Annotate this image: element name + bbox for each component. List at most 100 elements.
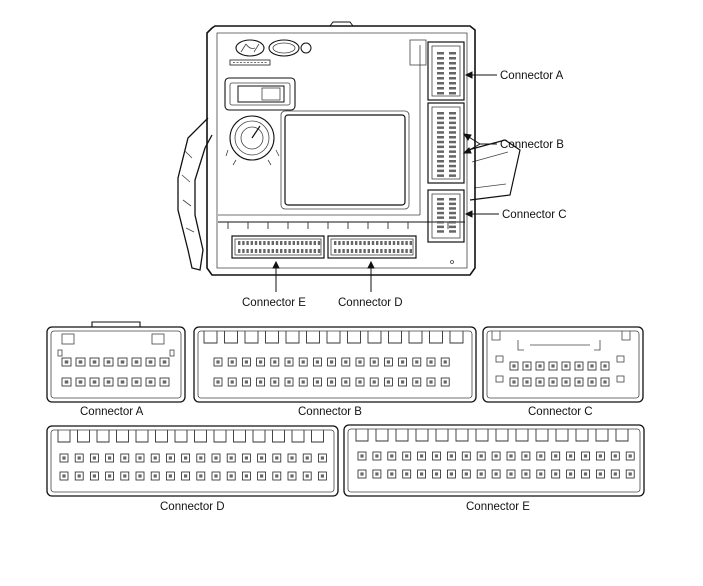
pin-cell: [610, 469, 620, 479]
pin-contact: [449, 92, 456, 95]
pin-cell: [89, 357, 100, 367]
pin-contact: [275, 241, 279, 245]
pin-contact: [313, 249, 316, 253]
module-housing: [206, 25, 476, 276]
pin-contact: [449, 57, 456, 60]
pin-contact: [229, 474, 233, 478]
pin-contact: [259, 241, 262, 245]
pin-cell: [287, 453, 297, 463]
module-body: [177, 21, 521, 276]
pin-cell: [117, 377, 128, 387]
pin-cell: [213, 377, 223, 387]
pin-cell: [398, 357, 408, 367]
pin-contact: [288, 249, 291, 253]
pin-contact: [538, 364, 542, 368]
pin-contact: [437, 174, 444, 177]
pin-contact: [583, 454, 588, 458]
pin-cell: [357, 469, 367, 479]
pin-cell: [211, 453, 221, 463]
pin-cell: [402, 469, 412, 479]
pin-contact: [350, 241, 354, 245]
pin-cell: [90, 453, 99, 463]
pin-contact: [338, 241, 341, 245]
pin-contact: [250, 241, 253, 245]
pin-contact: [168, 474, 172, 478]
pin-contact: [273, 380, 277, 384]
pin-contact: [449, 207, 456, 210]
pin-contact: [437, 131, 444, 134]
pin-contact: [287, 380, 291, 384]
pin-contact: [280, 249, 283, 253]
pin-contact: [538, 380, 542, 384]
pin-cell: [327, 377, 337, 387]
pin-contact: [216, 360, 220, 364]
face-connector-d: [46, 425, 339, 497]
pin-contact: [479, 472, 483, 476]
pin-contact: [437, 140, 444, 144]
pin-contact: [401, 360, 405, 364]
pin-cell: [181, 453, 191, 463]
pin-contact: [238, 241, 241, 245]
pin-contact: [598, 454, 602, 458]
pin-contact: [296, 241, 300, 245]
pin-contact: [409, 249, 412, 253]
pin-contact: [301, 380, 305, 384]
pin-contact: [259, 380, 263, 384]
pin-contact: [372, 360, 376, 364]
pin-contact: [388, 249, 391, 253]
pin-contact: [309, 249, 312, 253]
pin-contact: [271, 249, 274, 253]
pin-contact: [449, 454, 453, 458]
right-ribbon: [467, 139, 521, 201]
pin-cell: [341, 377, 351, 387]
pin-contact: [350, 249, 354, 253]
pin-cell: [241, 357, 251, 367]
pin-contact: [449, 169, 456, 173]
pin-contact: [437, 150, 444, 153]
pin-contact: [437, 145, 444, 149]
pin-contact: [305, 456, 309, 460]
pin-cell: [159, 357, 170, 367]
pin-contact: [437, 202, 444, 206]
pin-contact: [344, 360, 348, 364]
pin-contact: [120, 380, 125, 384]
pin-cell: [440, 377, 450, 387]
pin-contact: [106, 380, 111, 384]
pin-contact: [138, 456, 142, 460]
pin-cell: [105, 453, 114, 463]
pin-cell: [574, 377, 584, 387]
pin-contact: [284, 249, 287, 253]
pin-contact: [284, 241, 287, 245]
pin-cell: [272, 471, 282, 481]
pin-contact: [437, 230, 444, 233]
pin-cell: [566, 469, 575, 479]
pin-cell: [287, 471, 297, 481]
pin-contact: [392, 249, 396, 253]
pin-cell: [566, 451, 575, 461]
face-connector-b: [193, 326, 477, 403]
pin-contact: [397, 249, 400, 253]
center-panel: [284, 114, 406, 206]
pin-contact: [313, 241, 316, 245]
pin-cell: [610, 451, 620, 461]
pin-contact: [214, 474, 218, 478]
pin-contact: [564, 364, 568, 368]
pin-contact: [449, 67, 456, 70]
pin-cell: [257, 453, 267, 463]
pin-cell: [426, 357, 436, 367]
face-connector-c: [482, 326, 644, 403]
pin-contact: [583, 472, 588, 476]
pin-cell: [89, 377, 100, 387]
pin-cell: [491, 469, 501, 479]
pin-contact: [397, 241, 400, 245]
pin-contact: [287, 360, 291, 364]
pin-contact: [380, 249, 383, 253]
pin-cell: [355, 377, 365, 387]
pin-contact: [449, 145, 456, 149]
pin-contact: [449, 230, 456, 233]
pin-contact: [437, 52, 444, 55]
pin-contact: [148, 360, 153, 364]
pin-contact: [494, 472, 498, 476]
pin-contact: [153, 456, 157, 460]
pin-cell: [327, 357, 337, 367]
